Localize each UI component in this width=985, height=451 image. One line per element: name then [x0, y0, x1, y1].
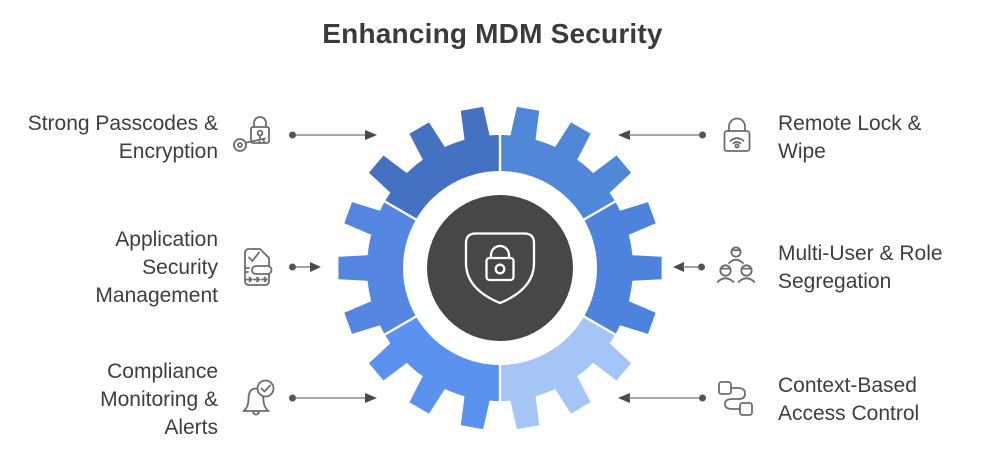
gear-graphic: [338, 101, 662, 435]
connector-arrow-context-access: [617, 390, 707, 406]
connector-arrow-compliance-monitoring: [288, 390, 378, 406]
connector-arrow-application-security: [288, 259, 322, 275]
item-multi-user-role: Multi-User & Role Segregation: [778, 226, 984, 310]
item-label-remote-lock-wipe: Remote Lock & Wipe: [778, 112, 922, 163]
item-label-multi-user-role: Multi-User & Role Segregation: [778, 242, 943, 293]
connector-arrow-remote-lock: [617, 127, 707, 143]
item-application-security: Application Security Management: [0, 226, 218, 310]
gear-segment-bottom-right: [500, 268, 662, 430]
bell-check-icon: [232, 375, 280, 423]
gear-segment-bottom-left: [338, 268, 500, 430]
gear-segment-top-right: [500, 106, 662, 268]
shield-lock-icon: [464, 232, 536, 305]
center-circle: [427, 195, 573, 341]
item-remote-lock-wipe: Remote Lock & Wipe: [778, 110, 984, 166]
gear-segment-top-left: [338, 106, 500, 268]
item-strong-passcodes: Strong Passcodes & Encryption: [0, 110, 218, 166]
flow-nodes-icon: [712, 375, 760, 423]
connector-arrow-strong-passcodes: [288, 127, 378, 143]
item-label-strong-passcodes: Strong Passcodes & Encryption: [27, 112, 218, 163]
item-context-based-access: Context-Based Access Control: [778, 358, 984, 442]
gear-divider: [354, 312, 421, 353]
item-label-compliance-monitoring: Compliance Monitoring & Alerts: [100, 360, 218, 439]
document-check-icon: [232, 243, 280, 291]
item-label-application-security: Application Security Management: [95, 228, 218, 307]
item-label-context-based-access: Context-Based Access Control: [778, 374, 920, 425]
gear-divider: [354, 183, 421, 224]
lock-wifi-icon: [712, 112, 760, 160]
item-compliance-monitoring: Compliance Monitoring & Alerts: [0, 358, 218, 442]
key-lock-icon: [230, 112, 278, 160]
gear-divider: [579, 183, 646, 224]
connector-arrow-multi-user: [672, 259, 706, 275]
users-icon: [712, 243, 760, 291]
gear-divider: [579, 312, 646, 353]
gear-diagram: [330, 98, 670, 438]
page-title: Enhancing MDM Security: [322, 18, 663, 49]
